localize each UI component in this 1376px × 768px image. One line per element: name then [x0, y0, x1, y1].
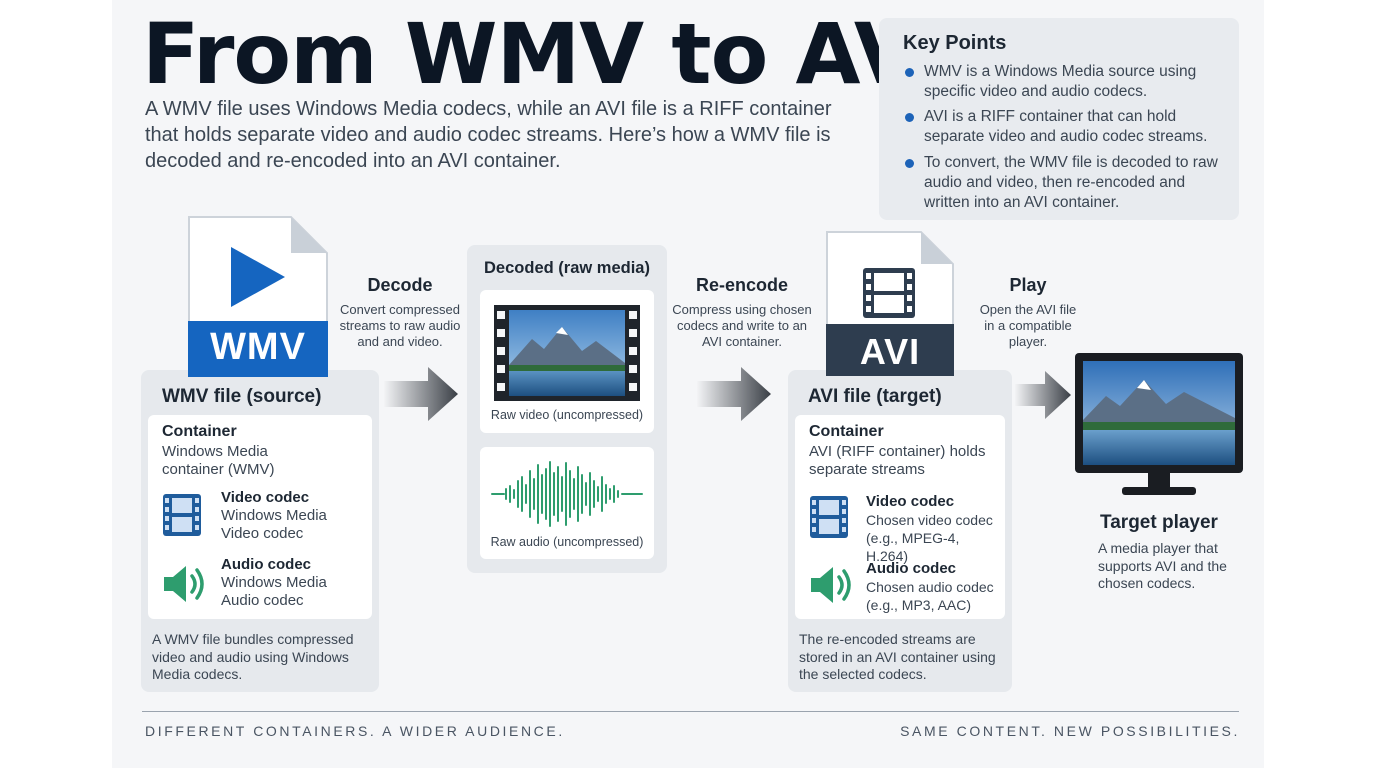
avi-video-codec-label: Video codec — [866, 493, 955, 510]
waveform-icon — [491, 461, 643, 527]
speaker-icon — [811, 567, 851, 603]
wmv-file-icon — [188, 216, 328, 377]
key-point-item: AVI is a RIFF container that can hold se… — [903, 107, 1223, 147]
footer-divider — [142, 711, 1239, 712]
avi-note: The re-encoded streams are stored in an … — [799, 631, 996, 682]
avi-icon-label: AVI — [859, 331, 921, 372]
decoded-panel-title: Decoded (raw media) — [484, 259, 650, 277]
infographic-page: From WMV to AVI A WMV file uses Windows … — [112, 0, 1264, 768]
wmv-video-codec-label: Video codec — [221, 489, 310, 506]
wmv-panel-title: WMV file (source) — [162, 386, 322, 407]
key-point-text: AVI is a RIFF container that can hold se… — [924, 108, 1208, 145]
avi-container-value: AVI (RIFF container) holds separate stre… — [809, 443, 986, 478]
raw-audio-caption: Raw audio (uncompressed) — [490, 535, 644, 549]
raw-video-caption: Raw video (uncompressed) — [490, 408, 644, 422]
wmv-details-card: Container Windows Media container (WMV) … — [148, 415, 372, 619]
film-frame-icon — [494, 305, 640, 401]
decode-step-title: Decode — [367, 275, 433, 295]
target-player-desc: A media player that supports AVI and the… — [1098, 540, 1227, 591]
wmv-audio-codec-label: Audio codec — [221, 556, 312, 573]
bullet-dot-icon — [905, 113, 914, 122]
avi-file-panel: AVI file (target) Container AVI (RIFF co… — [788, 370, 1012, 692]
wmv-video-codec-value: Windows Media Video codec — [221, 507, 327, 542]
wmv-container-value: Windows Media container (WMV) — [162, 443, 275, 478]
key-point-text: To convert, the WMV file is decoded to r… — [924, 154, 1218, 211]
play-step-title: Play — [1009, 275, 1047, 295]
arrow-right-icon — [697, 367, 771, 421]
reencode-step-title: Re-encode — [695, 275, 789, 295]
key-point-item: WMV is a Windows Media source using spec… — [903, 62, 1223, 102]
raw-video-card: Raw video (uncompressed) — [480, 290, 654, 433]
decode-step-desc: Convert compressed streams to raw audio … — [339, 302, 461, 349]
footer-right-tagline: SAME CONTENT. NEW POSSIBILITIES. — [900, 723, 1240, 739]
wmv-icon-label: WMV — [210, 326, 306, 368]
key-point-item: To convert, the WMV file is decoded to r… — [903, 153, 1223, 213]
key-point-text: WMV is a Windows Media source using spec… — [924, 63, 1197, 100]
reencode-step-desc: Compress using chosen codecs and write t… — [672, 302, 812, 349]
film-strip-icon — [163, 494, 201, 536]
footer-left-tagline: DIFFERENT CONTAINERS. A WIDER AUDIENCE. — [145, 723, 565, 739]
arrow-right-icon — [1015, 371, 1071, 419]
key-points-box: Key Points WMV is a Windows Media source… — [879, 18, 1239, 220]
bullet-dot-icon — [905, 68, 914, 77]
avi-container-label: Container — [809, 423, 884, 440]
wmv-file-panel: WMV file (source) Container Windows Medi… — [141, 370, 379, 692]
wmv-audio-codec-value: Windows Media Audio codec — [221, 574, 327, 609]
avi-video-codec-value: Chosen video codec (e.g., MPEG-4, H.264) — [866, 512, 993, 564]
avi-panel-title: AVI file (target) — [808, 386, 942, 407]
page-title: From WMV to AVI — [142, 5, 949, 103]
avi-details-card: Container AVI (RIFF container) holds sep… — [795, 415, 1005, 619]
avi-audio-codec-label: Audio codec — [866, 560, 957, 577]
avi-audio-codec-value: Chosen audio codec (e.g., MP3, AAC) — [866, 579, 994, 613]
target-player-title: Target player — [1100, 512, 1218, 533]
speaker-icon — [164, 566, 204, 602]
key-points-title: Key Points — [903, 32, 1007, 54]
monitor-icon — [1075, 353, 1243, 495]
raw-audio-card: Raw audio (uncompressed) — [480, 447, 654, 559]
bullet-dot-icon — [905, 159, 914, 168]
wmv-note: A WMV file bundles compressed video and … — [152, 631, 354, 682]
wmv-container-label: Container — [162, 423, 237, 440]
page-subtitle: A WMV file uses Windows Media codecs, wh… — [145, 98, 832, 172]
decoded-panel: Decoded (raw media) Raw video (uncompres… — [467, 245, 667, 573]
avi-file-icon — [826, 231, 954, 376]
play-step-desc: Open the AVI file in a compatible player… — [979, 302, 1077, 349]
film-strip-icon — [810, 496, 848, 538]
arrow-right-icon — [384, 367, 458, 421]
